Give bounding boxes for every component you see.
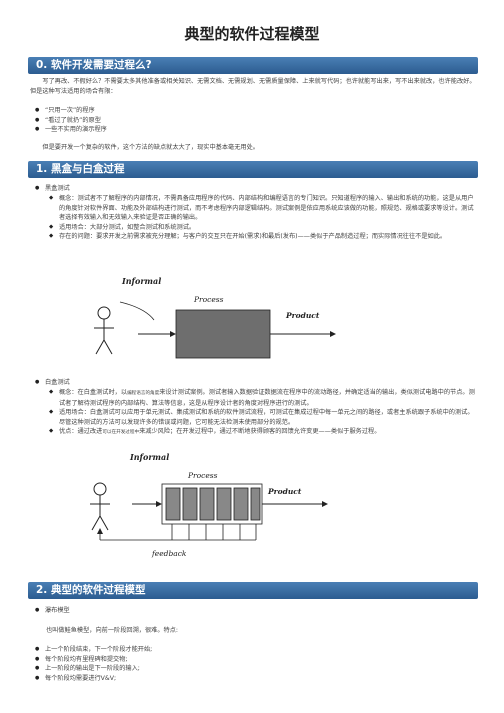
diagram2-informal: Informal (129, 452, 169, 462)
stick-figure-icon (90, 482, 110, 531)
list-item: “看过了就扔”的原型 (34, 116, 107, 126)
diagram1-process-label: Process (193, 295, 224, 304)
diagram1-informal: Informal (121, 276, 161, 286)
section0-note: 但是要开发一个复杂的软件，这个方法的缺点就太大了，现实中基本毫无用处。 (42, 144, 259, 151)
waterfall-list: 瀑布模型 (34, 606, 474, 616)
diagram2-white-box (161, 483, 263, 525)
section0-bullet-list: “只用一次”的程序 “看过了就扔”的原型 一些不实用的演示程序 (34, 106, 107, 135)
list-item: 适用场合：白盒测试可以应用于单元测试、集成测试和系统的软件测试流程，可测试在集成… (48, 408, 476, 427)
list-item: 概念：测试者不了解程序的内部情况，不需具备应用程序的代码、内部结构和编程语言的专… (48, 194, 476, 223)
section-heading-1: 1. 黑盒与白盒过程 (28, 161, 478, 178)
diagram1-req-arrow (119, 301, 155, 321)
black-box-list: 黑盒测试 (34, 184, 474, 194)
diagram2-feedback-label: feedback (151, 549, 187, 558)
list-item: 概念：在白盒测试时，以编程语言的角度来设计测试案例。测试者输入数据验证数据流在程… (48, 388, 476, 408)
waterfall-heading: 瀑布模型 (34, 606, 474, 616)
section-heading-2: 2. 典型的软件过程模型 (28, 582, 478, 599)
waterfall-description: 也叫做鲑鱼模型，向前一阶段回溯，很难。特点: (46, 627, 179, 634)
feedback-loop-arrows (99, 524, 257, 541)
diagram2-product-label: Product (267, 487, 302, 496)
section-heading-0: 0. 软件开发需要过程么? (28, 57, 478, 74)
diagram1-product-label: Product (285, 311, 320, 320)
white-box-diagram: Informal Process Product feedback (90, 452, 328, 558)
list-item: 存在的问题：要求开发之前需求被充分理解；与客户的交互只在开始(需求)和最后(发布… (48, 232, 476, 242)
list-item: 适用场合：大部分测试，如整合测试和系统测试。 (48, 223, 476, 233)
list-item: 一些不实用的演示程序 (34, 125, 107, 135)
white-box-details: 概念：在白盒测试时，以编程语言的角度来设计测试案例。测试者输入数据验证数据流在程… (48, 388, 476, 438)
list-item: 上一阶段的输出是下一阶段的输入; (34, 664, 474, 674)
white-box-heading: 白盒测试 (34, 378, 474, 388)
list-item: 每个阶段均有里程碑和提交物; (34, 655, 474, 665)
stick-figure-icon (94, 306, 114, 355)
black-box-details: 概念：测试者不了解程序的内部情况，不需具备应用程序的代码、内部结构和编程语言的专… (48, 194, 476, 242)
section0-intro: 写了再改、不假好么？不需要太多其他准备或相关知识、无需文档、无需规划、无需质量保… (30, 78, 476, 95)
black-box-heading: 黑盒测试 (34, 184, 474, 194)
diagram1-black-box (175, 309, 271, 359)
list-item: 优点：通过改进可以在开发过程中来减少风险；在开发过程中，通过不断地获得顾客的回馈… (48, 427, 476, 438)
white-box-list: 白盒测试 (34, 378, 474, 388)
list-item: 上一个阶段结束，下一个阶段才能开始; (34, 645, 474, 655)
waterfall-points: 上一个阶段结束，下一个阶段才能开始; 每个阶段均有里程碑和提交物; 上一阶段的输… (34, 645, 474, 683)
black-box-diagram: Informal Process Product (94, 276, 336, 359)
list-item: “只用一次”的程序 (34, 106, 107, 116)
document-title: 典型的软件过程模型 (184, 25, 320, 43)
list-item: 每个阶段均需要进行V&V; (34, 674, 474, 684)
diagram2-process-label: Process (187, 471, 218, 480)
